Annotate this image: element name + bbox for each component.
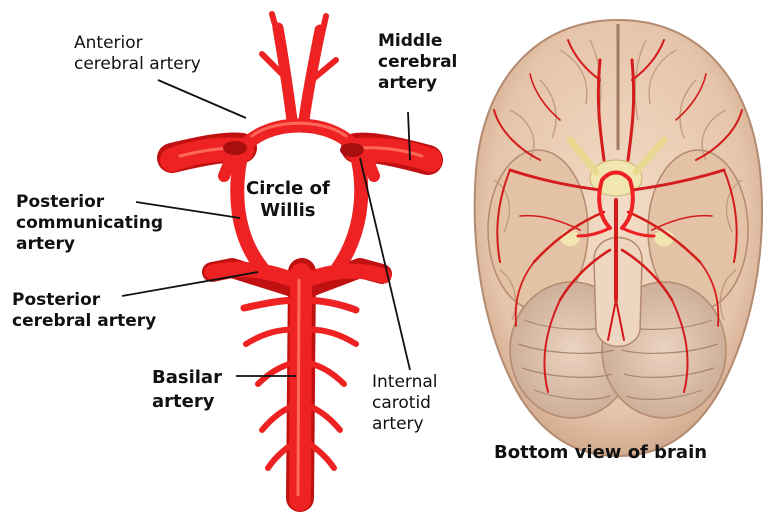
basilar-artery	[289, 263, 312, 511]
brain-caption: Bottom view of brain	[494, 442, 708, 463]
label-internal-carotid-artery: Internal carotid artery	[372, 372, 438, 434]
brain-surface-vessels	[493, 39, 743, 393]
label-anterior-cerebral-artery: Anterior cerebral artery	[74, 33, 201, 74]
leader-middle	[407, 111, 411, 161]
artery-tree	[157, 11, 443, 512]
label-posterior-cerebral-artery: Posterior cerebral artery	[12, 290, 157, 331]
circle-of-willis-ring	[230, 118, 369, 275]
label-middle-cerebral-artery: Middle cerebral artery	[378, 31, 458, 93]
label-circle-of-willis: Circle of Willis	[246, 178, 330, 221]
leader-posterior-cerebral	[121, 271, 259, 297]
arteries-main	[160, 11, 442, 511]
posterior-cerebral-artery-left	[204, 261, 306, 290]
brain-circle-of-willis	[576, 170, 656, 238]
artery-cut-ends	[223, 141, 364, 157]
brain-illustration	[473, 18, 764, 458]
leader-anterior	[157, 79, 247, 119]
leader-internal-carotid	[359, 157, 411, 371]
label-basilar-artery: Basilar artery	[152, 367, 222, 412]
leader-posterior-communicating	[135, 201, 241, 219]
leader-lines	[121, 79, 411, 377]
label-posterior-communicating-artery: Posterior communicating artery	[16, 192, 163, 254]
